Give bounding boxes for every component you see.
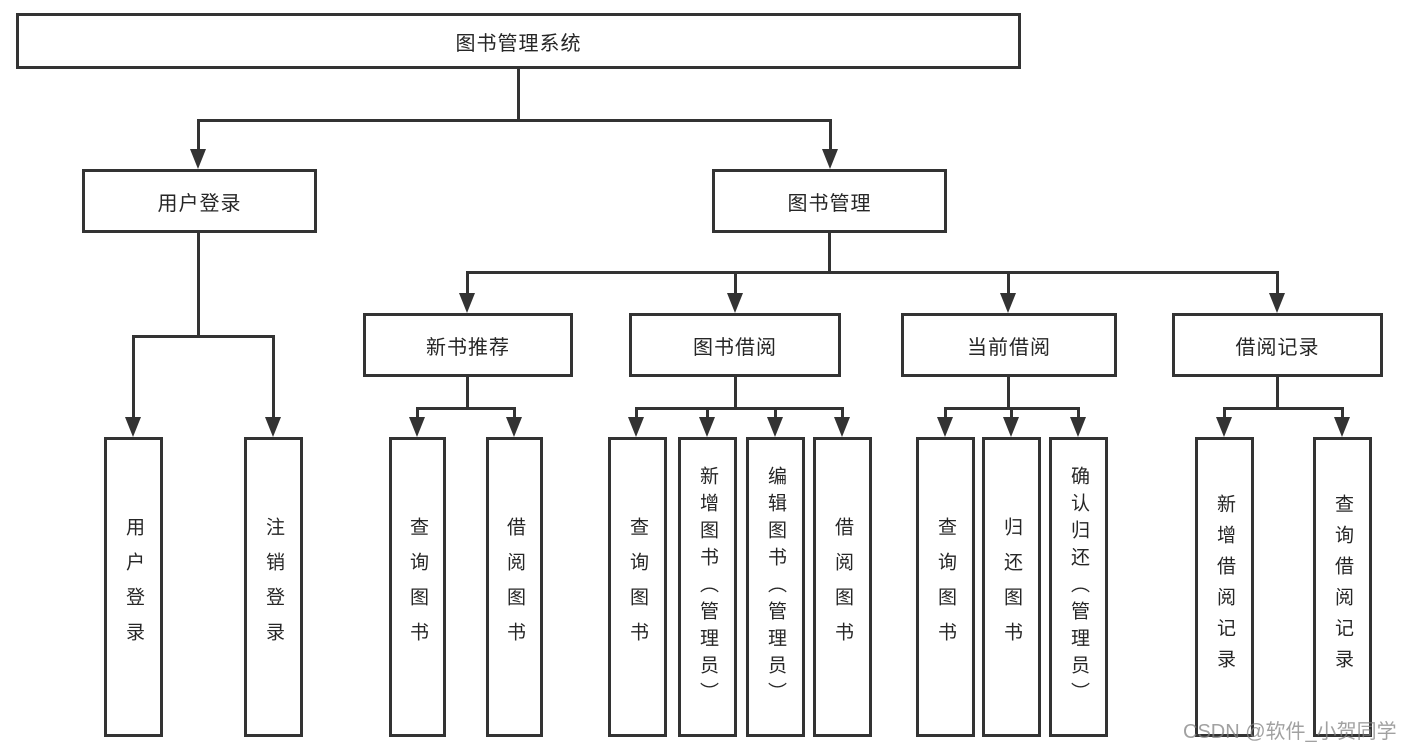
connector-to-book-mgmt — [829, 119, 832, 151]
node-bb-add: 新增图书（管理员） — [678, 437, 737, 737]
arrow-down-current-borrow — [1000, 293, 1016, 313]
node-new-book-rec: 新书推荐 — [363, 313, 573, 377]
arrow-down-nb-borrow — [506, 417, 522, 437]
node-nb-borrow-label: 借阅图书 — [504, 517, 525, 657]
connector-book-borrow-split — [635, 407, 844, 410]
arrow-down-user-login — [190, 149, 206, 169]
connector-book-borrow-trunk — [734, 375, 737, 409]
connector-to-bb-query — [635, 407, 638, 419]
node-br-query: 查询借阅记录 — [1313, 437, 1372, 737]
node-ul-logout: 注销登录 — [244, 437, 303, 737]
arrow-down-bb-add — [699, 417, 715, 437]
node-nb-borrow: 借阅图书 — [486, 437, 543, 737]
node-cb-confirm-label: 确认归还（管理员） — [1068, 465, 1089, 709]
connector-to-bb-borrow — [841, 407, 844, 419]
connector-to-br-add — [1223, 407, 1226, 419]
connector-to-br-query — [1341, 407, 1344, 419]
connector-current-borrow-trunk — [1007, 375, 1010, 409]
node-bb-borrow: 借阅图书 — [813, 437, 872, 737]
arrow-down-br-query — [1334, 417, 1350, 437]
node-br-add-label: 新增借阅记录 — [1214, 494, 1235, 680]
node-br-query-label: 查询借阅记录 — [1332, 494, 1353, 680]
node-new-book-rec-label: 新书推荐 — [426, 336, 510, 359]
connector-new-book-rec-trunk — [466, 375, 469, 409]
connector-borrow-records-trunk — [1276, 375, 1279, 409]
connector-book-mgmt-trunk — [828, 231, 831, 274]
arrow-down-br-add — [1216, 417, 1232, 437]
arrow-down-borrow-records — [1269, 293, 1285, 313]
connector-to-current-borrow — [1007, 271, 1010, 295]
connector-to-user-login — [197, 119, 200, 151]
arrow-down-ul-login — [125, 417, 141, 437]
connector-to-nb-query — [416, 407, 419, 419]
connector-user-login-split — [132, 335, 275, 338]
node-bb-query-label: 查询图书 — [627, 517, 648, 657]
node-ul-login-label: 用户登录 — [123, 517, 144, 657]
node-cb-return-label: 归还图书 — [1001, 517, 1022, 657]
node-cb-query-label: 查询图书 — [935, 517, 956, 657]
connector-to-cb-return — [1010, 407, 1013, 419]
node-bb-query: 查询图书 — [608, 437, 667, 737]
node-user-login-label: 用户登录 — [157, 192, 242, 215]
connector-new-book-rec-split — [416, 407, 516, 410]
node-bb-add-label: 新增图书（管理员） — [697, 465, 718, 709]
node-root-label: 图书管理系统 — [455, 32, 582, 55]
node-br-add: 新增借阅记录 — [1195, 437, 1254, 737]
connector-level1-split — [197, 119, 832, 122]
connector-to-bb-add — [706, 407, 709, 419]
arrow-down-ul-logout — [265, 417, 281, 437]
node-bb-edit-label: 编辑图书（管理员） — [765, 465, 786, 709]
node-book-mgmt: 图书管理 — [712, 169, 947, 233]
node-bb-borrow-label: 借阅图书 — [832, 517, 853, 657]
connector-to-cb-confirm — [1077, 407, 1080, 419]
arrow-down-book-borrow — [727, 293, 743, 313]
connector-level2-split — [466, 271, 1279, 274]
arrow-down-cb-query — [937, 417, 953, 437]
arrow-down-bb-edit — [767, 417, 783, 437]
node-borrow-records-label: 借阅记录 — [1235, 336, 1320, 359]
node-user-login: 用户登录 — [82, 169, 317, 233]
connector-to-book-borrow — [734, 271, 737, 295]
node-book-mgmt-label: 图书管理 — [787, 192, 872, 215]
node-borrow-records: 借阅记录 — [1172, 313, 1383, 377]
connector-to-borrow-records — [1276, 271, 1279, 295]
connector-to-nb-borrow — [513, 407, 516, 419]
node-current-borrow: 当前借阅 — [901, 313, 1117, 377]
arrow-down-bb-borrow — [834, 417, 850, 437]
connector-to-new-book-rec — [466, 271, 469, 295]
node-ul-login: 用户登录 — [104, 437, 163, 737]
connector-to-ul-logout — [272, 335, 275, 419]
connector-to-bb-edit — [774, 407, 777, 419]
connector-user-login-trunk — [197, 231, 200, 337]
node-nb-query-label: 查询图书 — [407, 517, 428, 657]
node-cb-query: 查询图书 — [916, 437, 975, 737]
arrow-down-new-book-rec — [459, 293, 475, 313]
arrow-down-cb-confirm — [1070, 417, 1086, 437]
node-cb-return: 归还图书 — [982, 437, 1041, 737]
csdn-watermark: CSDN @软件_小贺同学 — [1183, 721, 1397, 743]
arrow-down-nb-query — [409, 417, 425, 437]
connector-borrow-records-split — [1223, 407, 1344, 410]
node-root: 图书管理系统 — [16, 13, 1021, 69]
node-cb-confirm: 确认归还（管理员） — [1049, 437, 1108, 737]
arrow-down-book-mgmt — [822, 149, 838, 169]
arrow-down-bb-query — [628, 417, 644, 437]
arrow-down-cb-return — [1003, 417, 1019, 437]
node-book-borrow-label: 图书借阅 — [693, 336, 777, 359]
connector-to-ul-login — [132, 335, 135, 419]
node-ul-logout-label: 注销登录 — [263, 517, 284, 657]
node-bb-edit: 编辑图书（管理员） — [746, 437, 805, 737]
connector-root-trunk — [517, 66, 520, 122]
node-current-borrow-label: 当前借阅 — [967, 336, 1051, 359]
node-nb-query: 查询图书 — [389, 437, 446, 737]
node-book-borrow: 图书借阅 — [629, 313, 841, 377]
connector-to-cb-query — [944, 407, 947, 419]
